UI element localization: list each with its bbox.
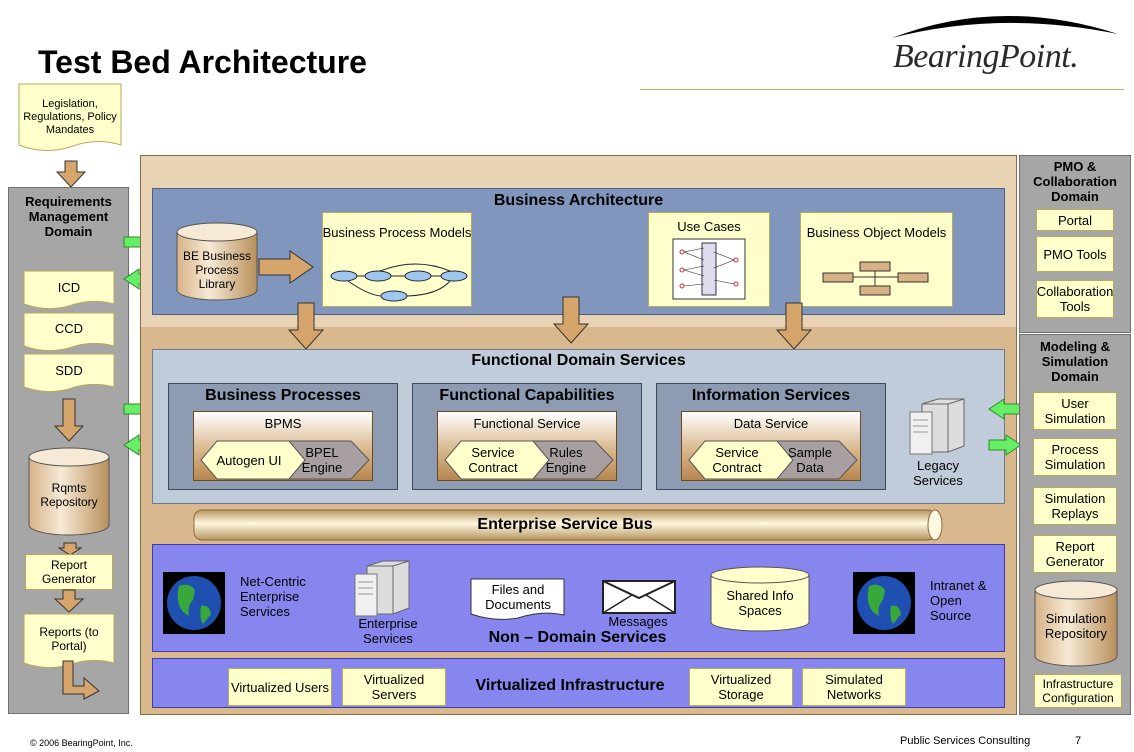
portal-box: Portal bbox=[1036, 209, 1114, 231]
functional-service-pill bbox=[444, 440, 614, 480]
process-flow-diagram bbox=[330, 263, 468, 302]
intranet-label: Intranet & Open Source bbox=[930, 578, 987, 623]
page-title: Test Bed Architecture bbox=[38, 44, 367, 80]
logo: BearingPoint. bbox=[893, 38, 1079, 75]
enterprise-service-bus-pipe bbox=[193, 509, 943, 541]
simulation-replays-box: Simulation Replays bbox=[1033, 487, 1117, 525]
data-service-label: Data Service bbox=[733, 415, 809, 431]
legislation-document bbox=[18, 83, 122, 151]
simulation-repository-cylinder bbox=[1034, 580, 1118, 667]
object-model-diagram bbox=[822, 261, 929, 296]
autogen-ui-label: Autogen UI bbox=[216, 452, 282, 468]
use-case-diagram bbox=[672, 238, 746, 300]
files-document bbox=[470, 578, 565, 620]
shared-info-cylinder bbox=[710, 566, 810, 632]
sample-data-label: Sample Data bbox=[787, 445, 833, 475]
report-generator-box: Report Generator bbox=[25, 554, 113, 590]
sdd-document bbox=[23, 353, 115, 393]
simulated-networks: Simulated Networks bbox=[802, 668, 906, 706]
reports-label: Reports (to Portal) bbox=[39, 625, 99, 653]
business-architecture-title: Business Architecture bbox=[493, 192, 664, 209]
bpms-label: BPMS bbox=[264, 415, 302, 431]
down-arrow-icon bbox=[58, 542, 82, 556]
ccd-document bbox=[23, 312, 115, 352]
virtualized-storage: Virtualized Storage bbox=[689, 668, 793, 706]
process-models-label: Business Process Models bbox=[322, 224, 472, 240]
rqmts-repository-cylinder bbox=[28, 447, 110, 536]
ccd-label: CCD bbox=[54, 320, 84, 336]
business-processes-title: Business Processes bbox=[205, 387, 361, 404]
logo-swoosh bbox=[892, 15, 1118, 38]
functional-domain-title: Functional Domain Services bbox=[471, 352, 686, 369]
functional-capabilities-title: Functional Capabilities bbox=[439, 387, 615, 404]
down-arrow-icon bbox=[56, 160, 86, 188]
globe-icon bbox=[853, 572, 915, 634]
process-library-label: BE Business Process Library bbox=[182, 249, 252, 291]
sdd-label: SDD bbox=[55, 362, 83, 378]
pmo-tools-box: PMO Tools bbox=[1036, 236, 1114, 272]
files-label: Files and Documents bbox=[485, 582, 551, 612]
enterprise-services-label: Enterprise Services bbox=[358, 616, 418, 646]
icd-label: ICD bbox=[57, 279, 81, 295]
down-arrow-icon bbox=[288, 302, 324, 350]
modeling-title: Modeling & Simulation Domain bbox=[1039, 338, 1111, 384]
down-arrow-icon bbox=[54, 398, 84, 442]
rqmts-repository-label: Rqmts Repository bbox=[40, 481, 98, 509]
virtualized-title: Virtualized Infrastructure bbox=[475, 677, 665, 694]
icd-document bbox=[23, 270, 115, 310]
header-rule bbox=[640, 89, 1124, 90]
use-cases-label: Use Cases bbox=[677, 218, 741, 234]
down-arrow-icon bbox=[553, 296, 589, 344]
shared-info-label: Shared Info Spaces bbox=[726, 588, 794, 618]
simulation-repository-label: Simulation Repository bbox=[1044, 611, 1108, 641]
data-service-pill bbox=[688, 440, 858, 480]
virtualized-servers: Virtualized Servers bbox=[342, 668, 446, 706]
left-arrow-icon bbox=[988, 398, 1022, 420]
report-generator-box: Report Generator bbox=[1033, 535, 1117, 573]
virtualized-users: Virtualized Users bbox=[228, 668, 332, 706]
esb-label: Enterprise Service Bus bbox=[477, 516, 653, 533]
right-arrow-icon bbox=[258, 250, 314, 284]
envelope-icon bbox=[602, 580, 676, 614]
right-arrow-icon bbox=[988, 434, 1022, 456]
bpms-pill bbox=[200, 440, 370, 480]
down-arrow-icon bbox=[776, 302, 812, 350]
globe-icon bbox=[163, 572, 225, 634]
legacy-services-label: Legacy Services bbox=[913, 458, 963, 488]
page-number: 7 bbox=[1075, 735, 1082, 747]
net-centric-label: Net-Centric Enterprise Services bbox=[240, 574, 306, 619]
bent-arrow-icon bbox=[62, 660, 100, 700]
requirements-title: Requirements Management Domain bbox=[25, 193, 112, 239]
copyright: © 2006 BearingPoint, Inc. bbox=[30, 738, 133, 748]
server-icon bbox=[909, 398, 965, 455]
functional-service-label: Functional Service bbox=[473, 415, 581, 431]
service-contract-label: Service Contract bbox=[712, 445, 762, 475]
footer-text: Public Services Consulting bbox=[900, 735, 1031, 747]
server-icon bbox=[354, 560, 410, 617]
legislation-label: Legislation, Regulations, Policy Mandate… bbox=[23, 97, 117, 136]
bpel-engine-label: BPEL Engine bbox=[301, 445, 343, 475]
messages-label: Messages bbox=[608, 613, 668, 629]
pmo-title: PMO & Collaboration Domain bbox=[1033, 158, 1117, 204]
infrastructure-configuration-box: Infrastructure Configuration bbox=[1034, 674, 1122, 708]
process-simulation-box: Process Simulation bbox=[1033, 438, 1117, 476]
down-arrow-icon bbox=[54, 589, 84, 613]
user-simulation-box: User Simulation bbox=[1033, 392, 1117, 430]
object-models-label: Business Object Models bbox=[806, 224, 947, 240]
collaboration-tools-box: Collaboration Tools bbox=[1036, 280, 1114, 318]
process-library-cylinder bbox=[176, 222, 258, 301]
information-services-title: Information Services bbox=[691, 387, 851, 404]
rules-engine-label: Rules Engine bbox=[545, 445, 587, 475]
service-contract-label: Service Contract bbox=[468, 445, 518, 475]
non-domain-title: Non – Domain Services bbox=[488, 629, 667, 646]
